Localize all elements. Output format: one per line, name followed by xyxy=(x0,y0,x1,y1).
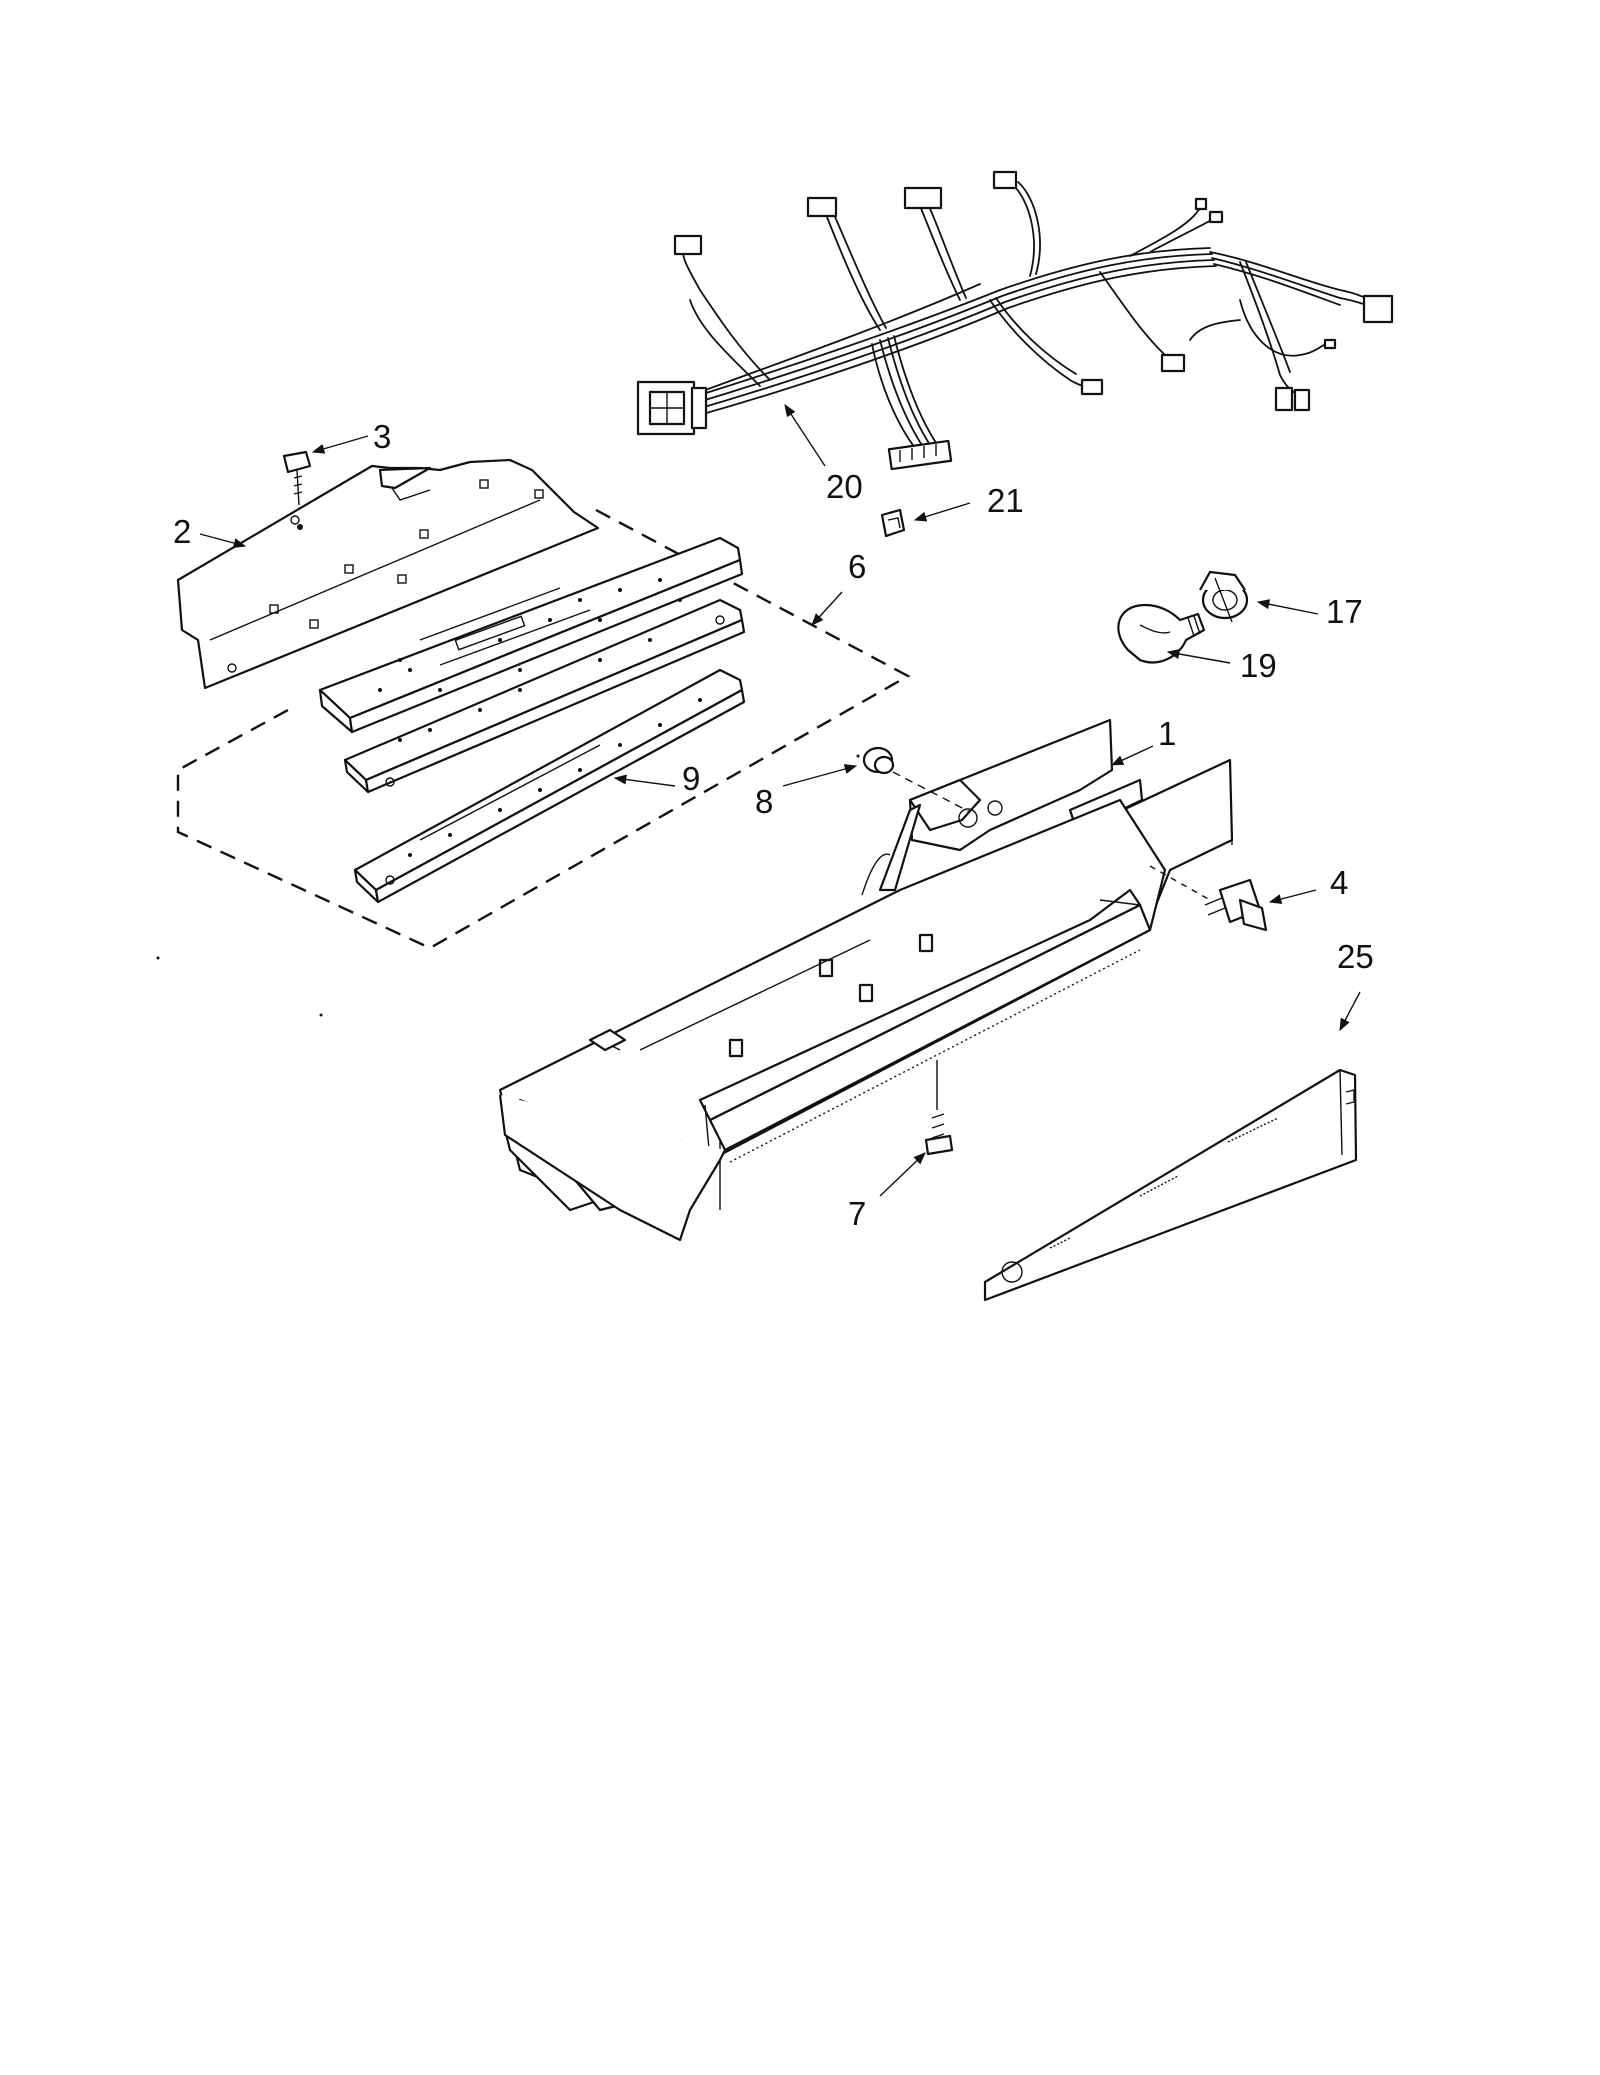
part-25-front-panel xyxy=(983,1068,1358,1302)
callout-21: 21 xyxy=(987,482,1024,519)
callout-labels: 3 2 20 21 6 17 19 1 9 8 4 25 7 xyxy=(173,418,1374,1232)
part-9-display-board xyxy=(353,668,746,904)
callout-25: 25 xyxy=(1337,938,1374,975)
control-board-upper xyxy=(318,536,744,734)
wire-harness xyxy=(636,170,1394,471)
leader-lines xyxy=(199,403,1361,1197)
callout-2: 2 xyxy=(173,513,191,550)
part-3-screw xyxy=(282,450,312,530)
part-6-assembly-boundary xyxy=(176,508,911,950)
part-1-control-housing xyxy=(498,718,1234,1242)
part-21-clip xyxy=(880,508,906,538)
harness-connector-a xyxy=(673,234,703,256)
part-4-switch xyxy=(1204,878,1268,932)
part-8-grommet xyxy=(856,746,895,775)
part-19-light-bulb xyxy=(1117,603,1206,664)
part-7-screw xyxy=(924,1060,954,1156)
control-board-middle xyxy=(343,598,746,794)
harness-connector-e xyxy=(1362,294,1394,324)
callout-19: 19 xyxy=(1240,647,1277,684)
callout-17: 17 xyxy=(1326,593,1363,630)
harness-main-connector xyxy=(636,380,708,436)
callout-20: 20 xyxy=(826,468,863,505)
harness-connector-f xyxy=(887,439,953,471)
harness-connector-c xyxy=(903,186,943,210)
part-17-lamp-socket xyxy=(1199,570,1249,623)
harness-connector-b xyxy=(806,196,838,218)
callout-1: 1 xyxy=(1158,715,1176,752)
callout-7: 7 xyxy=(848,1195,866,1232)
part-2-cover-plate xyxy=(176,458,600,690)
harness-connector-d xyxy=(992,170,1018,190)
callout-8: 8 xyxy=(755,783,773,820)
callout-9: 9 xyxy=(682,760,700,797)
callout-4: 4 xyxy=(1330,864,1348,901)
callout-3: 3 xyxy=(373,418,391,455)
callout-6: 6 xyxy=(848,548,866,585)
